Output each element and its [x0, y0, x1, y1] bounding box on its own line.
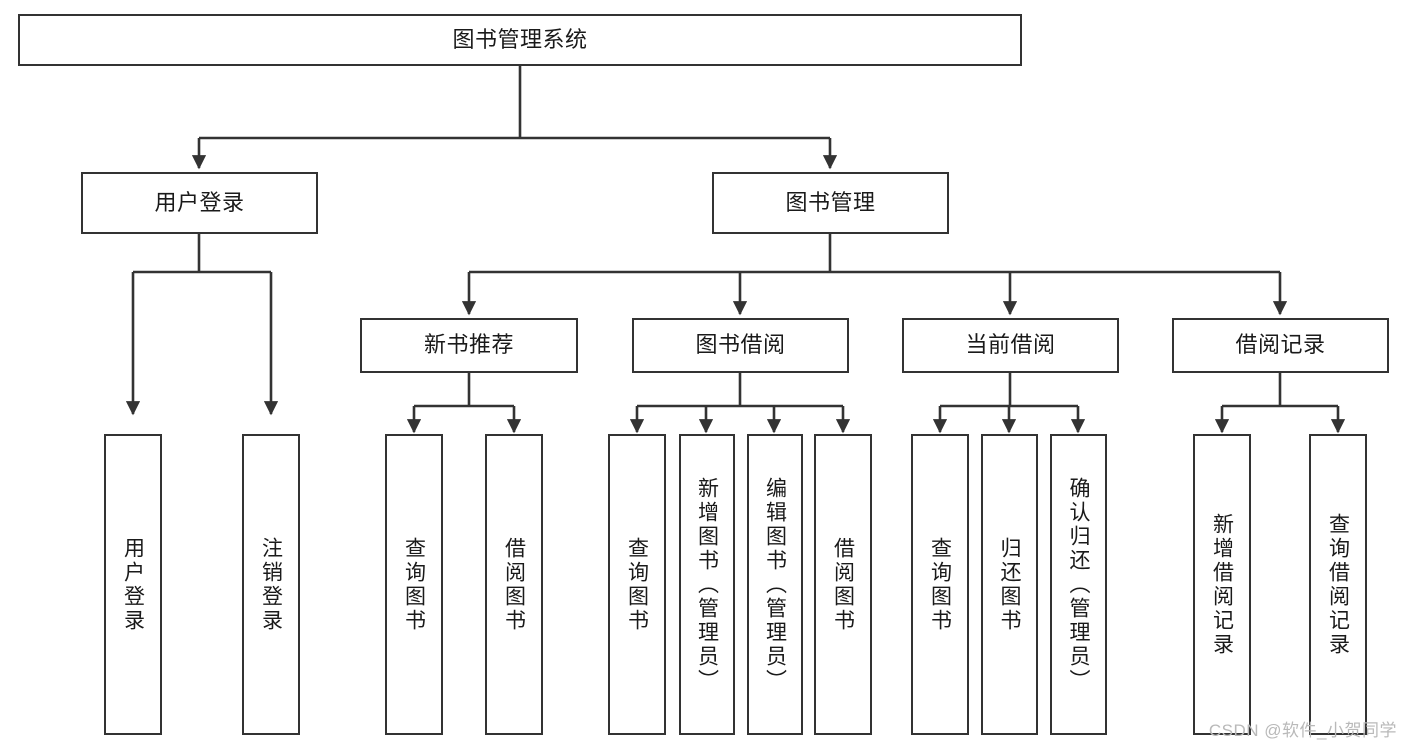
node-leaf-query-book-3[interactable]: 查询图书	[911, 434, 969, 735]
node-leaf-query-record[interactable]: 查询借阅记录	[1309, 434, 1367, 735]
node-leaf-edit-book-label: 编辑图书（管理员）	[763, 476, 787, 693]
node-leaf-add-book[interactable]: 新增图书（管理员）	[679, 434, 735, 735]
node-current-borrow-label: 当前借阅	[965, 332, 1056, 358]
node-leaf-borrow-book-2-label: 借阅图书	[831, 536, 855, 633]
node-leaf-borrow-book-1[interactable]: 借阅图书	[485, 434, 543, 735]
node-borrow-record-label: 借阅记录	[1235, 332, 1326, 358]
node-leaf-logout-login[interactable]: 注销登录	[242, 434, 300, 735]
node-leaf-query-book-2[interactable]: 查询图书	[608, 434, 666, 735]
node-borrow-record[interactable]: 借阅记录	[1172, 318, 1389, 373]
node-leaf-query-book-1[interactable]: 查询图书	[385, 434, 443, 735]
node-leaf-query-record-label: 查询借阅记录	[1326, 512, 1350, 657]
node-leaf-edit-book[interactable]: 编辑图书（管理员）	[747, 434, 803, 735]
node-leaf-return-book-label: 归还图书	[998, 536, 1022, 633]
node-leaf-user-login-label: 用户登录	[121, 536, 145, 633]
node-book-manage-label: 图书管理	[785, 189, 876, 215]
node-leaf-logout-login-label: 注销登录	[259, 536, 283, 633]
node-leaf-borrow-book-2[interactable]: 借阅图书	[814, 434, 872, 735]
node-new-book-recommend-label: 新书推荐	[423, 332, 514, 358]
node-user-login-label: 用户登录	[154, 189, 245, 215]
node-book-manage[interactable]: 图书管理	[712, 172, 949, 234]
node-leaf-borrow-book-1-label: 借阅图书	[502, 536, 526, 633]
node-book-borrow[interactable]: 图书借阅	[632, 318, 849, 373]
node-leaf-add-record-label: 新增借阅记录	[1210, 512, 1234, 657]
node-current-borrow[interactable]: 当前借阅	[902, 318, 1119, 373]
node-leaf-return-book[interactable]: 归还图书	[981, 434, 1038, 735]
node-leaf-user-login[interactable]: 用户登录	[104, 434, 162, 735]
node-leaf-query-book-1-label: 查询图书	[402, 536, 426, 633]
node-leaf-confirm-return[interactable]: 确认归还（管理员）	[1050, 434, 1107, 735]
node-book-borrow-label: 图书借阅	[695, 332, 786, 358]
node-root[interactable]: 图书管理系统	[18, 14, 1022, 66]
node-leaf-add-book-label: 新增图书（管理员）	[695, 476, 719, 693]
node-new-book-recommend[interactable]: 新书推荐	[360, 318, 578, 373]
node-leaf-query-book-3-label: 查询图书	[928, 536, 952, 633]
node-leaf-query-book-2-label: 查询图书	[625, 536, 649, 633]
node-leaf-confirm-return-label: 确认归还（管理员）	[1067, 476, 1091, 693]
node-leaf-add-record[interactable]: 新增借阅记录	[1193, 434, 1251, 735]
node-root-label: 图书管理系统	[452, 26, 588, 52]
node-user-login[interactable]: 用户登录	[81, 172, 318, 234]
watermark-text: CSDN @软件_小贺同学	[1208, 721, 1397, 740]
